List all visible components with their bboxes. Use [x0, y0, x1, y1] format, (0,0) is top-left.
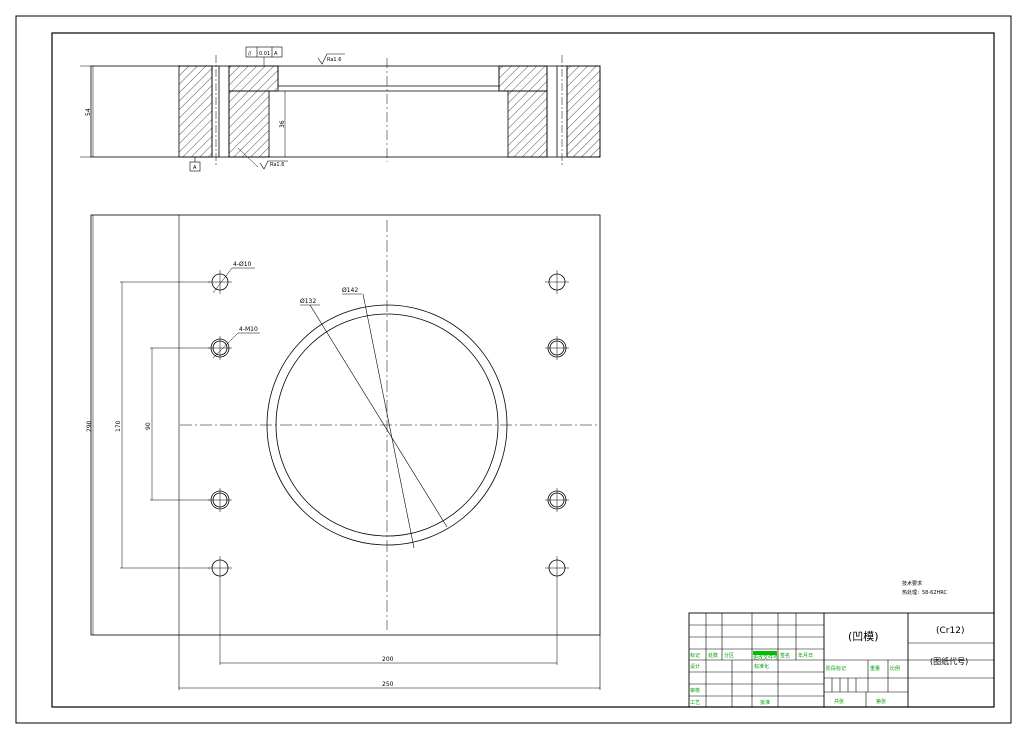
tb-row2-c3: 阶段标记 — [826, 665, 846, 672]
part-name: (凹模) — [848, 630, 879, 643]
notes-line1: 热处理：58-62HRC — [902, 589, 948, 596]
title-block-highlight — [753, 651, 777, 655]
tb-row4-c2: 批准 — [760, 699, 770, 706]
hole-label-4-m10: 4-M10 — [239, 326, 258, 333]
dim-290: 290 — [86, 420, 93, 432]
datum-label: A — [193, 165, 197, 171]
dim-54: 54 — [85, 108, 92, 116]
notes-heading: 技术要求 — [902, 580, 922, 587]
inner-border — [51, 32, 995, 708]
dim-170: 170 — [115, 420, 122, 432]
tb-row4-c3: 共张 — [834, 698, 844, 705]
dim-dia132: Ø132 — [300, 298, 316, 305]
section-view — [80, 46, 601, 172]
dim-36: 36 — [279, 120, 286, 128]
tb-row2-c4: 重量 — [870, 665, 880, 672]
tb-row1-c5: 签名 — [780, 652, 790, 659]
tb-row1-c1: 标记 — [690, 652, 700, 659]
outer-border — [15, 15, 1012, 724]
flatness-value: 0.01 — [259, 51, 270, 57]
tb-row1-c3: 分区 — [724, 652, 734, 659]
plan-view — [90, 214, 601, 690]
tb-row1-c6: 年月日 — [798, 652, 813, 659]
material: (Cr12) — [936, 626, 964, 636]
drawing-number: (图纸代号) — [930, 656, 968, 666]
tb-row4-c4: 第张 — [876, 698, 886, 705]
tb-row1-c4: 更改文件号 — [753, 654, 778, 661]
flatness-symbol: // — [248, 51, 252, 57]
roughness-bottom-label: Ra1.6 — [270, 162, 284, 168]
tb-row4-c1: 工艺 — [690, 700, 700, 706]
dim-250: 250 — [382, 681, 394, 688]
hole-label-4-dia10: 4-Ø10 — [233, 261, 252, 268]
dim-dia142: Ø142 — [342, 287, 358, 294]
dim-90: 90 — [145, 422, 152, 430]
title-block — [688, 612, 995, 708]
dim-200: 200 — [382, 656, 394, 663]
tb-row1-c2: 处数 — [708, 652, 718, 659]
tb-row2-c1: 设计 — [690, 663, 700, 670]
roughness-top-label: Ra1.6 — [327, 57, 341, 63]
tb-row2-c5: 比例 — [890, 665, 900, 672]
flatness-datum: A — [274, 51, 278, 57]
tb-row2-c2: 标准化 — [754, 663, 769, 670]
tb-row3-c1: 审核 — [690, 687, 700, 694]
